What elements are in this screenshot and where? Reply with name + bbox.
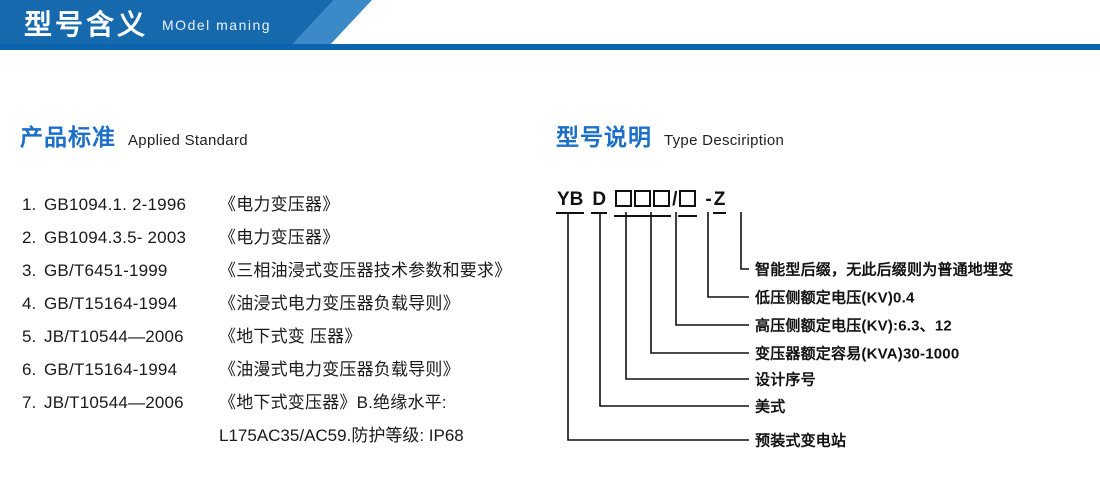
header-banner-shape: [0, 0, 334, 47]
model-code-row: YB D / -Z: [556, 189, 727, 217]
model-code-token-yb: YB: [556, 190, 585, 214]
standard-code: JB/T10544—2006: [44, 393, 184, 412]
standard-code: GB1094.3.5- 2003: [44, 228, 187, 247]
section-heading-type-description: 型号说明 Type Desciription: [556, 118, 784, 152]
model-code-box-icon: [679, 190, 697, 207]
applied-standard-list: 1. GB1094.1. 2-1996 《电力变压器》 2. GB1094.3.5- 2…: [22, 190, 552, 454]
type-label-suffix: 智能型后缀，无此后缀则为普通地埋变: [755, 261, 1014, 279]
model-code-token-box4: [678, 190, 698, 217]
standard-code: GB1094.1. 2-1996: [44, 195, 187, 214]
model-code-spacer: [607, 190, 614, 212]
leader-line-design: [625, 212, 749, 380]
page-header: 型号含义 MOdel maning: [0, 0, 1100, 56]
standard-row: 3. GB/T6451-1999 《三相油浸式变压器技术参数和要求》: [22, 256, 552, 289]
model-code-spacer: [697, 190, 704, 212]
leader-line-suffix: [740, 212, 749, 270]
standard-row: 1. GB1094.1. 2-1996 《电力变压器》: [22, 190, 552, 223]
model-code-box-icon: [615, 190, 633, 207]
type-label-capacity: 变压器额定容易(KVA)30-1000: [755, 345, 960, 363]
standard-index: 3.: [22, 261, 37, 280]
section-heading-en: Type Desciription: [664, 132, 785, 149]
type-label-lv: 低压侧额定电压(KV)0.4: [755, 289, 915, 307]
section-heading-applied-standard: 产品标准 Applied Standard: [20, 118, 248, 152]
model-code-token-z: Z: [712, 190, 727, 214]
model-code-box-icon: [653, 190, 671, 207]
model-code-token-box1: [614, 190, 634, 217]
model-code-box-icon: [634, 190, 652, 207]
model-code-token-box2: [633, 190, 653, 217]
standard-index: 4.: [22, 294, 37, 313]
standard-code: JB/T10544—2006: [44, 327, 184, 346]
standard-title: 《三相油浸式变压器技术参数和要求》: [219, 261, 512, 280]
model-code-token-d: D: [591, 190, 608, 214]
standard-index: 1.: [22, 195, 37, 214]
leader-line-capacity: [650, 212, 749, 354]
model-code-token-dash: -: [705, 189, 712, 210]
section-heading-en: Applied Standard: [128, 132, 248, 149]
model-code-spacer: [584, 190, 591, 212]
section-heading-cn: 型号说明: [556, 124, 652, 150]
type-label-american: 美式: [755, 398, 786, 416]
leader-line-american: [599, 212, 749, 407]
standard-code: GB/T15164-1994: [44, 294, 178, 313]
standard-title: 《油漫式电力变压器负载导则》: [219, 360, 460, 379]
standard-title: 《地下式变 压器》: [219, 327, 362, 346]
type-label-prefab: 预装式变电站: [755, 432, 847, 450]
header-title-en: MOdel maning: [162, 16, 272, 33]
header-banner-text: 型号含义 MOdel maning: [24, 4, 271, 46]
leader-lines: [567, 212, 749, 441]
standard-row: 6. GB/T15164-1994 《油漫式电力变压器负载导则》: [22, 355, 552, 388]
header-title-cn: 型号含义: [24, 9, 149, 40]
standard-title: 《电力变压器》: [219, 195, 340, 214]
standard-title: 《油浸式电力变压器负载导则》: [219, 294, 460, 313]
standard-title: 《电力变压器》: [219, 228, 340, 247]
standard-row: 2. GB1094.3.5- 2003 《电力变压器》: [22, 223, 552, 256]
section-heading-cn: 产品标准: [20, 124, 116, 150]
leader-line-lv: [707, 212, 749, 298]
leader-line-prefab: [567, 212, 749, 441]
standard-index: 7.: [22, 393, 37, 412]
leader-line-hv: [675, 212, 749, 326]
standard-code: GB/T15164-1994: [44, 360, 178, 379]
standard-row: 5. JB/T10544—2006 《地下式变 压器》: [22, 322, 552, 355]
type-description-diagram: YB D / -Z 智能型后缀，无此后缀则为普通地埋变低压侧额定电压(KV)0.…: [556, 190, 1086, 450]
standard-code: GB/T6451-1999: [44, 261, 168, 280]
standard-continuation-row: L175AC35/AC59.防护等级: IP68: [22, 421, 552, 454]
standard-row: 7. JB/T10544—2006 《地下式变压器》B.绝缘水平:: [22, 388, 552, 421]
standard-continuation-text: L175AC35/AC59.防护等级: IP68: [219, 426, 464, 445]
model-code-token-slash: /: [672, 189, 678, 210]
standard-index: 2.: [22, 228, 37, 247]
type-label-design: 设计序号: [755, 371, 816, 389]
model-code-token-box3: [652, 190, 672, 217]
standard-title: 《地下式变压器》B.绝缘水平:: [219, 393, 447, 412]
standard-row: 4. GB/T15164-1994 《油浸式电力变压器负载导则》: [22, 289, 552, 322]
header-rule: [0, 44, 1100, 50]
standard-index: 5.: [22, 327, 37, 346]
standard-index: 6.: [22, 360, 37, 379]
type-label-hv: 高压侧额定电压(KV):6.3、12: [755, 317, 952, 335]
